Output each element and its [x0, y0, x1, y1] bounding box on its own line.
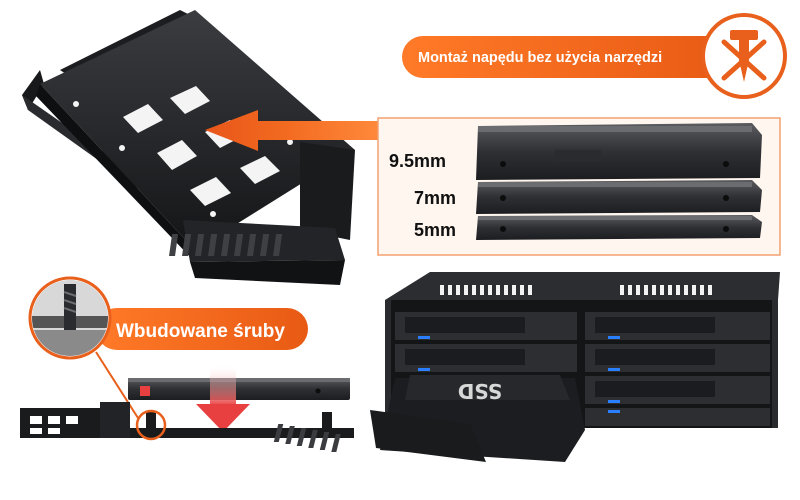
screws-banner	[96, 308, 308, 350]
drive-being-installed	[128, 378, 350, 400]
tool-free-label: Montaż napędu bez użycia narzędzi	[418, 50, 662, 66]
insertion-arrow	[205, 110, 382, 151]
drive-heights-panel	[377, 117, 781, 256]
height-label-7mm: 7mm	[414, 188, 456, 208]
tool-free-banner	[402, 36, 732, 78]
drive-5mm	[476, 215, 762, 240]
screw-zoom-icon	[28, 276, 139, 419]
dock-enclosure-image	[273, 272, 780, 462]
crossed-screwdriver-icon	[701, 13, 787, 99]
drive-9-5mm	[476, 123, 762, 180]
flat-tray-image	[20, 402, 354, 441]
drive-tray-image	[22, 10, 355, 285]
down-arrow	[196, 364, 250, 432]
screws-label: Wbudowane śruby	[116, 321, 285, 342]
ssd-drive-label: SSD	[458, 379, 503, 403]
height-label-9-5mm: 9.5mm	[389, 151, 446, 171]
height-label-5mm: 5mm	[414, 220, 456, 240]
drive-7mm	[476, 180, 762, 214]
